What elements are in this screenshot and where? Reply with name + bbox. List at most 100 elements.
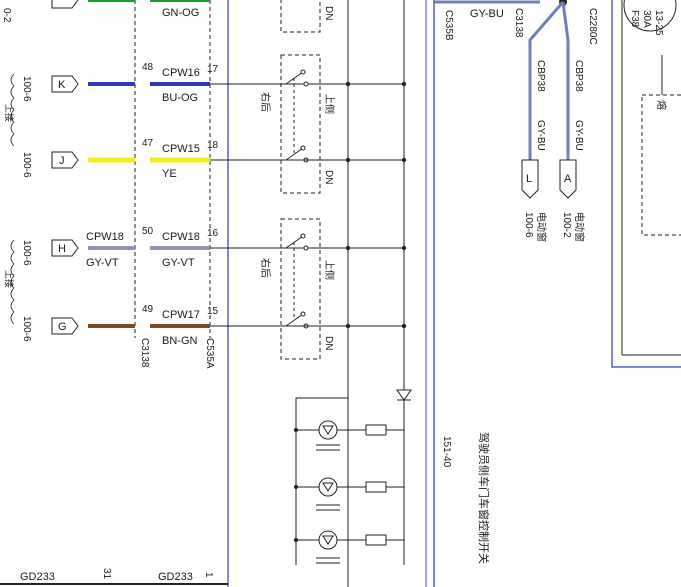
switch-contact: [300, 69, 306, 75]
connector-id: C3138: [513, 8, 524, 38]
edge-ref: 100-6: [21, 240, 32, 266]
switch-module-border: [227, 0, 435, 587]
edge-ref: 100-6: [21, 152, 32, 178]
wire-color-label: GY-VT: [162, 257, 195, 269]
connector-letter: L: [526, 173, 532, 185]
wire-color-label: GY-BU: [535, 120, 546, 151]
bracket-brace: [10, 73, 15, 147]
wire-cbp38-b: [561, 1, 570, 160]
connector-id: C2280C: [587, 8, 598, 45]
right-component-border: [611, 0, 681, 368]
connector-letter: K: [58, 79, 66, 91]
junction-dot: [345, 157, 351, 163]
junction-dot: [401, 81, 407, 87]
wire-color-label: GY-BU: [573, 120, 584, 151]
wire-id: CPW15: [162, 143, 200, 155]
switch-label: 右后: [259, 258, 272, 278]
switch-contact: [300, 145, 306, 151]
module-ref: 151-40: [441, 436, 452, 468]
pin-number: 31: [101, 568, 112, 580]
switch-contact: [303, 81, 309, 87]
led-indicator-2: [294, 477, 404, 511]
connector-g-shape: [51, 317, 79, 335]
connector-h-shape: [51, 239, 79, 257]
switch-box-lower: [280, 218, 321, 360]
wire-id: CPW18: [162, 231, 200, 243]
switch-label: DN: [323, 336, 334, 350]
edge-ref: 100-6: [21, 316, 32, 342]
connector-id: C3138: [139, 338, 150, 368]
wire-color-label: GY-VT: [86, 257, 119, 269]
wire-color-label: BU-OG: [162, 92, 198, 104]
connector-k-shape: [51, 75, 79, 93]
connector-a-shape: [559, 159, 577, 199]
switch-label: DN: [323, 170, 334, 184]
connector-id: C535B: [443, 10, 454, 41]
pin-number: 47: [142, 138, 154, 149]
junction-dot: [345, 245, 351, 251]
wire-id: CPW17: [162, 309, 200, 321]
bracket-label: 上接: [4, 104, 15, 122]
connector-letter: H: [58, 243, 66, 255]
connector-id: C535A: [204, 338, 215, 369]
desc-label: 电动窗: [573, 212, 586, 242]
switch-label: 上侧: [323, 94, 336, 114]
switch-label: DN: [323, 6, 334, 20]
bracket-brace: [10, 239, 15, 325]
desc-label: 电动窗: [535, 212, 548, 242]
pin-number: 18: [207, 140, 219, 151]
switch-blade: [285, 313, 304, 327]
connector-l-shape: [521, 159, 539, 199]
wire-id: CPW18: [86, 231, 124, 243]
wire-id: GD233: [158, 571, 193, 583]
fuse-name: F38: [629, 10, 640, 28]
pin-number: 17: [207, 64, 219, 75]
switch-box-upper: [280, 54, 321, 194]
pin-number: 50: [142, 226, 154, 237]
fuse-ref: 13-25: [653, 10, 664, 36]
wire-id: GD233: [20, 571, 55, 583]
connector-b-shape: [51, 0, 79, 9]
wire-cbp38-a: [528, 1, 565, 160]
junction-dot: [345, 81, 351, 87]
pin-number: 48: [142, 62, 154, 73]
pin-number: 1: [203, 572, 214, 578]
switch-label: 右后: [259, 92, 272, 112]
switch-blade: [285, 147, 304, 161]
box-label: 熔: [655, 100, 668, 110]
pin-number: 49: [142, 304, 154, 315]
internal-box: [641, 94, 681, 236]
fuse-rating: 30A: [641, 10, 652, 28]
ref-label: 100-2: [561, 212, 572, 238]
connector-j-shape: [51, 151, 79, 169]
bracket-label: 上接: [4, 270, 15, 288]
led-bus: [295, 397, 348, 565]
led-indicator-1: [294, 420, 404, 451]
wire-id: CPW16: [162, 67, 200, 79]
wire-color-label: YE: [162, 168, 177, 180]
pin-number: 15: [207, 306, 219, 317]
wire-id: CBP38: [535, 60, 546, 92]
pin-number: 16: [207, 228, 219, 239]
switch-box-top: [280, 0, 321, 33]
wire-color-label: BN-GN: [162, 335, 198, 347]
connector-letter: A: [564, 173, 572, 185]
edge-ref: 100-6: [21, 76, 32, 102]
junction-dot: [345, 323, 351, 329]
led-indicator-3: [294, 530, 404, 564]
ref-label: 100-6: [523, 212, 534, 238]
junction-dot: [401, 245, 407, 251]
edge-ref: 0-2: [1, 8, 12, 23]
junction-dot: [401, 323, 407, 329]
diode-symbol: [396, 389, 412, 401]
switch-contact: [303, 245, 309, 251]
switch-label: 上侧: [323, 260, 336, 280]
switch-contact: [300, 233, 306, 239]
wire-color-label: GY-BU: [470, 8, 504, 20]
connector-letter: G: [58, 321, 67, 333]
connector-letter: J: [59, 155, 65, 167]
fuse-symbol: [623, 0, 677, 32]
module-title: 驾驶员侧车门车窗控制开关: [477, 432, 491, 564]
wire-id: CBP38: [573, 60, 584, 92]
